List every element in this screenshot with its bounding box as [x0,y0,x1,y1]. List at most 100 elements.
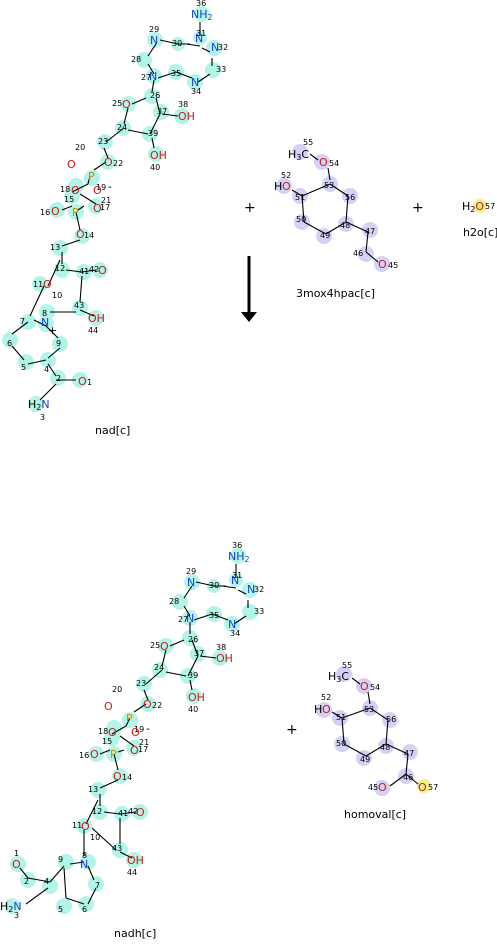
svg-text:46: 46 [403,773,413,782]
svg-text:27: 27 [178,615,188,624]
atom-n: N [231,574,239,587]
plus-sign: + [286,722,298,738]
atom-n: N [187,576,195,589]
svg-text:44: 44 [88,326,98,335]
atom-n: N [247,583,255,596]
svg-text:6: 6 [82,905,87,914]
svg-text:12: 12 [92,807,102,816]
atom-o: O [418,781,427,794]
atom-o: O [143,698,152,711]
svg-text:48: 48 [380,743,390,752]
svg-text:49: 49 [360,755,370,764]
svg-text:24: 24 [154,663,164,672]
svg-text:1: 1 [14,849,19,858]
atom-p: P [88,170,95,183]
svg-text:36: 36 [196,0,206,8]
svg-text:24: 24 [117,123,127,132]
atom-n: N [186,612,194,625]
molecule-h2o: H2O 57 [462,199,495,214]
svg-text:17: 17 [138,745,148,754]
atom-n: N [80,858,88,871]
svg-text:37: 37 [194,649,204,658]
atom-n: N [149,70,157,83]
label-3mox4hpac: 3mox4hpac[c] [296,287,375,300]
atom-n: N [41,316,49,329]
svg-text:31: 31 [232,571,242,580]
svg-text:38: 38 [216,643,226,652]
svg-text:56: 56 [345,193,355,202]
svg-text:34: 34 [191,87,201,96]
svg-text:43: 43 [112,844,122,853]
svg-text:36: 36 [232,541,242,550]
atom-oh: OH [88,312,105,325]
svg-text:51: 51 [295,193,305,202]
atom-o: O [104,700,113,713]
svg-text:29: 29 [149,25,159,34]
atom-o: O [67,158,76,171]
reaction-arrow [241,256,257,322]
atom-h2o-label: H2O [462,200,484,214]
svg-text:55: 55 [303,138,313,147]
svg-text:7: 7 [20,317,25,326]
label-nadh: nadh[c] [114,927,156,939]
svg-text:26: 26 [150,91,160,100]
svg-text:15: 15 [102,737,112,746]
atom-oh: OH [178,110,195,123]
svg-text:16: 16 [79,751,89,760]
atom-h2n: H2N [28,398,50,412]
svg-text:30: 30 [172,39,182,48]
svg-text:5: 5 [21,363,26,372]
svg-text:19: 19 [96,183,106,192]
svg-text:16: 16 [40,208,50,217]
svg-text:50: 50 [336,739,346,748]
svg-text:3: 3 [14,911,19,920]
svg-text:22: 22 [113,159,123,168]
svg-text:10: 10 [90,833,100,842]
svg-text:4: 4 [44,877,49,886]
svg-text:28: 28 [169,597,179,606]
atom-o: O [104,156,113,169]
atom-p: P [72,206,79,219]
svg-text:14: 14 [84,231,94,240]
svg-text:27: 27 [141,73,151,82]
svg-text:7: 7 [95,881,100,890]
atom-oh: OH [188,691,205,704]
atom-h2n: H2N [0,900,22,914]
svg-text:8: 8 [82,851,87,860]
svg-text:45: 45 [368,783,378,792]
svg-text:43: 43 [74,301,84,310]
svg-text:5: 5 [58,905,63,914]
svg-text:40: 40 [150,163,160,172]
svg-text:56: 56 [386,715,396,724]
atom-o: O [131,726,140,739]
svg-text:54: 54 [370,683,380,692]
atom-o: O [98,264,107,277]
atom-o: O [76,228,85,241]
svg-text:54: 54 [329,159,339,168]
atom-o: O [90,748,99,761]
svg-text:1: 1 [87,378,92,387]
svg-text:21: 21 [101,196,111,205]
atom-oh: OH [216,652,233,665]
svg-text:32: 32 [254,585,264,594]
svg-text:2: 2 [24,877,29,886]
svg-text:39: 39 [148,129,158,138]
svg-text:39: 39 [188,671,198,680]
svg-text:35: 35 [171,69,181,78]
svg-text:6: 6 [7,339,12,348]
svg-text:23: 23 [136,679,146,688]
svg-text:3: 3 [40,413,45,422]
svg-text:11: 11 [33,280,43,289]
svg-text:15: 15 [64,195,74,204]
svg-text:8: 8 [42,309,47,318]
svg-text:31: 31 [196,29,206,38]
svg-text:50: 50 [296,215,306,224]
atom-o: O [322,703,331,716]
atom-o: O [378,781,387,794]
svg-text:18: 18 [60,185,70,194]
svg-text:35: 35 [209,611,219,620]
plus-sign: + [412,200,424,216]
